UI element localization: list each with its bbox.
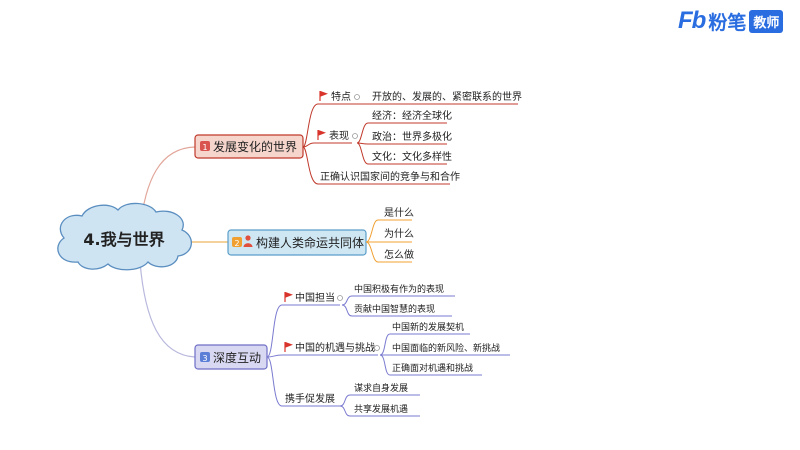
b3-group-3-item: 共享发展机遇: [354, 403, 408, 415]
b3-group-2-label: 中国的机遇与挑战: [295, 341, 375, 354]
logo-mark: Fb: [678, 7, 706, 34]
branch-3[interactable]: 3 深度互动: [194, 344, 268, 370]
b1-shows-label: 表现: [329, 129, 349, 142]
connector-shows-item-2: [356, 142, 447, 145]
branch-1-label: 发展变化的世界: [213, 139, 297, 154]
b2-item: 是什么: [384, 207, 414, 219]
connector-b1-shows: [302, 142, 352, 148]
connector-g2-item-1: [379, 333, 470, 356]
b1-features-value: 开放的、发展的、紧密联系的世界: [372, 90, 522, 103]
b3-group-3[interactable]: 携手促发展: [285, 392, 335, 405]
connector-b3-g3: [266, 356, 340, 407]
connector-b2-item-1: [365, 219, 412, 243]
connector-g3-item-1: [339, 394, 420, 407]
b3-group-3-label: 携手促发展: [285, 392, 335, 405]
branch-3-label: 深度互动: [213, 350, 261, 365]
logo-name: 粉笔: [708, 11, 747, 34]
connector-g1-item-2: [341, 304, 452, 317]
connector-b2-item-3: [365, 241, 412, 263]
b3-group-1-item: 中国积极有作为的表现: [354, 283, 444, 295]
b1-shows-item: 政治：世界多极化: [372, 130, 452, 143]
collapse-icon[interactable]: [374, 345, 380, 351]
collapse-icon[interactable]: [354, 94, 360, 100]
b3-group-2-item: 中国新的发展契机: [392, 321, 464, 333]
person-icon: [243, 235, 253, 247]
b3-group-3-item: 谋求自身发展: [354, 382, 408, 394]
connector-shows-item-3: [356, 142, 447, 165]
branch-2-number-badge: [232, 237, 242, 247]
b3-group-1-item: 贡献中国智慧的表现: [354, 303, 435, 315]
root-label: 4.我与世界: [83, 230, 164, 249]
branch-3-number: 3: [202, 354, 207, 363]
b3-group-1[interactable]: 中国担当: [284, 291, 343, 304]
connector-g2-item-3: [379, 354, 482, 376]
b1-last-item: 正确认识国家间的竞争与和合作: [320, 170, 460, 183]
connector-b3-g2: [266, 354, 378, 358]
collapse-icon[interactable]: [352, 133, 358, 139]
brand-logo: Fb 粉笔 教师: [678, 6, 784, 36]
branch-2-label: 构建人类命运共同体: [256, 235, 364, 250]
b1-shows-node[interactable]: 表现: [317, 129, 358, 142]
b3-group-2[interactable]: 中国的机遇与挑战: [284, 341, 380, 354]
b3-group-2-item: 正确面对机遇和挑战: [392, 362, 473, 374]
b2-item: 为什么: [384, 228, 414, 240]
logo-badge: 教师: [749, 9, 784, 33]
connector-b1-features: [302, 103, 360, 148]
b1-features-node[interactable]: 特点 开放的、发展的、紧密联系的世界: [319, 90, 522, 105]
branch-2-number: 2: [234, 239, 239, 248]
branch-3-number-badge: [200, 352, 210, 362]
b3-group-2-item: 中国面临的新风险、新挑战: [392, 342, 500, 354]
connector-shows-item-1: [356, 122, 447, 144]
b1-shows-item: 经济：经济全球化: [372, 109, 452, 122]
connector-g1-item-1: [341, 295, 455, 306]
branch-2[interactable]: 2 构建人类命运共同体: [227, 229, 367, 256]
b1-shows-item: 文化：文化多样性: [372, 150, 452, 163]
branch-1[interactable]: 1 发展变化的世界: [194, 134, 304, 159]
branch-1-number: 1: [202, 143, 207, 152]
b3-group-1-label: 中国担当: [295, 291, 335, 304]
connector-b1-last: [302, 146, 450, 185]
root-cloud: [57, 202, 192, 271]
b1-features-label: 特点: [331, 91, 351, 103]
root-node: 4.我与世界: [57, 202, 192, 271]
connector-b3-g1: [266, 304, 340, 358]
connector-root-b3: [139, 261, 196, 358]
connector-g3-item-2: [339, 405, 420, 417]
collapse-icon[interactable]: [337, 295, 343, 301]
b2-item: 怎么做: [384, 248, 414, 261]
branch-1-number-badge: [200, 141, 210, 151]
